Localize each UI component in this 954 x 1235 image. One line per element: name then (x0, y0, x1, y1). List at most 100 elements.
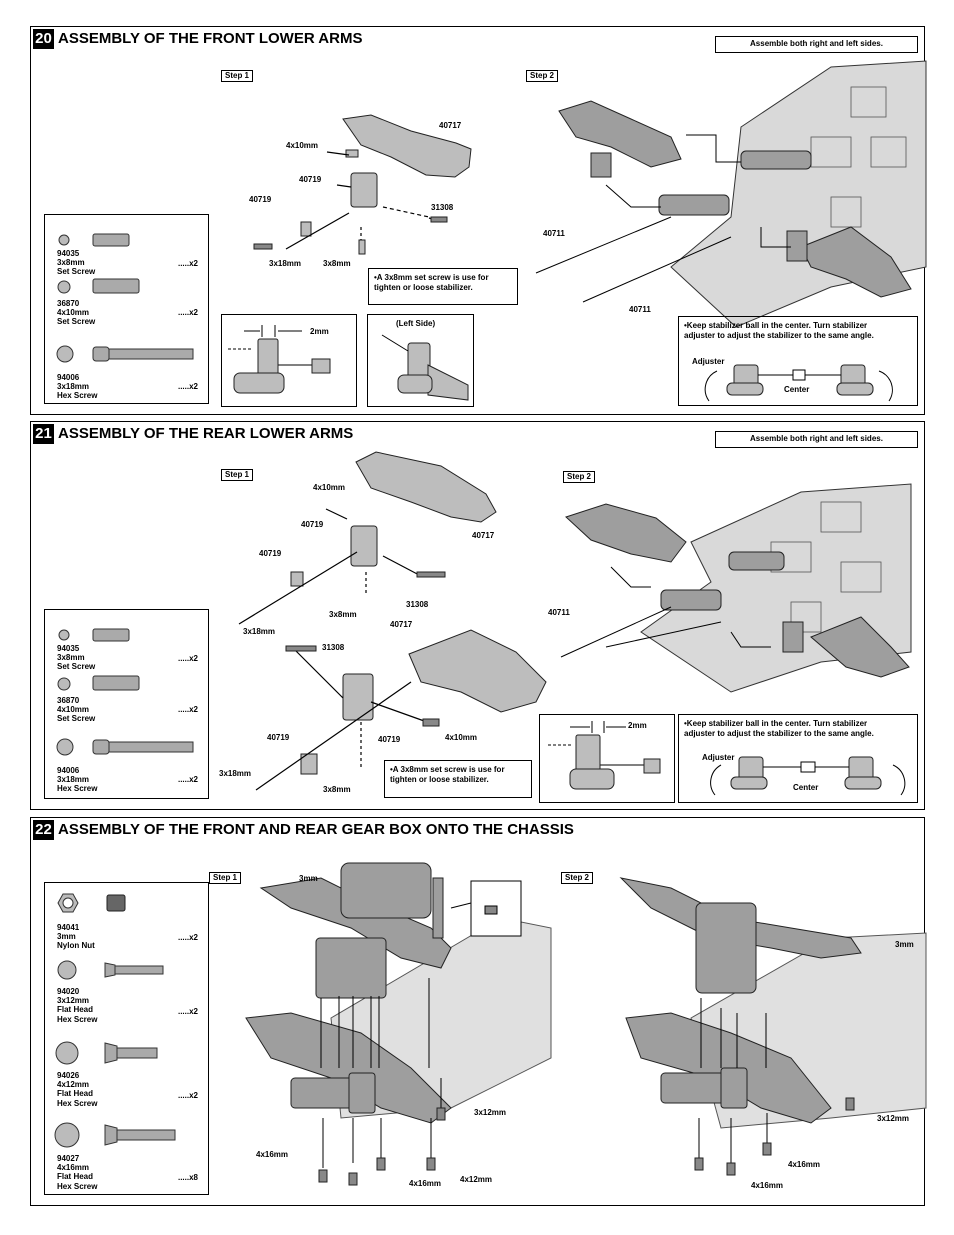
gap-detail-inset: 2mm (539, 714, 675, 803)
stabilizer-inset: •Keep stabilizer ball in the center. Tur… (678, 714, 918, 803)
parts-item-size: 3x18mm (57, 382, 90, 391)
part-label-3x8mm: 3x8mm (323, 259, 351, 268)
parts-item-qty: .....x2 (177, 259, 198, 268)
part-label-40711: 40711 (548, 608, 570, 617)
parts-item-size: 3x12mm (57, 996, 90, 1005)
part-label-40717: 40717 (472, 531, 495, 540)
parts-item-size: 4x10mm (57, 705, 90, 714)
part-label-31308: 31308 (322, 643, 345, 652)
part-label-3x12mm: 3x12mm (474, 1108, 507, 1117)
part-label-31308: 31308 (406, 600, 429, 609)
left-side-inset: (Left Side) (367, 314, 474, 407)
part-label-3x18mm: 3x18mm (269, 259, 302, 268)
part-label-3x8mm: 3x8mm (323, 785, 351, 794)
part-label-3x12mm: 3x12mm (877, 1114, 910, 1123)
step-1-label: Step 1 (221, 469, 254, 481)
step-number: 21 (33, 424, 54, 444)
adjuster-label: Adjuster (692, 357, 725, 366)
parts-item: 94006 3x18mm Hex Screw .....x2 (45, 732, 208, 800)
step-number: 22 (33, 820, 54, 840)
center-label: Center (784, 385, 810, 394)
part-label-4x16mm: 4x16mm (256, 1150, 289, 1159)
parts-item-code: 94026 (57, 1071, 80, 1080)
part-label-40719: 40719 (378, 735, 401, 744)
part-label-3mm: 3mm (895, 940, 914, 949)
step-1-label: Step 1 (221, 70, 254, 82)
parts-item-size: 4x10mm (57, 308, 90, 317)
parts-item-qty: .....x8 (177, 1173, 198, 1182)
parts-item-name: Set Screw (57, 267, 96, 276)
parts-item-size: 3x8mm (57, 258, 85, 267)
step-2-label: Step 2 (526, 70, 559, 82)
set-screw-callout: •A 3x8mm set screw is use for tighten or… (384, 760, 532, 798)
parts-item-code: 94035 (57, 644, 80, 653)
parts-item-name: Flat Head Hex Screw (57, 1005, 98, 1024)
front-arm-step1-drawing (253, 114, 472, 255)
parts-item-code: 94035 (57, 249, 80, 258)
set-screw-callout: •A 3x8mm set screw is use for tighten or… (368, 268, 518, 305)
parts-item-code: 36870 (57, 299, 80, 308)
section-title: ASSEMBLY OF THE REAR LOWER ARMS (58, 425, 354, 442)
parts-item-name: Set Screw (57, 714, 96, 723)
part-label-40719: 40719 (267, 733, 290, 742)
parts-item-name: Nylon Nut (57, 941, 95, 950)
parts-item-code: 94041 (57, 923, 80, 932)
parts-item-name: Hex Screw (57, 784, 98, 793)
part-label-4x10mm: 4x10mm (286, 141, 319, 150)
parts-item-size: 3mm (57, 932, 76, 941)
parts-item-qty: .....x2 (177, 1091, 198, 1100)
parts-item-size: 3x18mm (57, 775, 90, 784)
parts-item-name: Hex Screw (57, 391, 98, 400)
part-label-4x12mm: 4x12mm (460, 1175, 493, 1184)
part-label-40719: 40719 (301, 520, 324, 529)
rear-arm-step1-drawing (238, 451, 547, 791)
parts-item-qty: .....x2 (177, 1007, 198, 1016)
parts-list: 94035 3x8mm Set Screw .....x2 36870 4x10… (44, 214, 209, 404)
parts-item-qty: .....x2 (177, 654, 198, 663)
part-label-4x16mm: 4x16mm (751, 1181, 784, 1190)
part-label-40711: 40711 (543, 229, 565, 238)
parts-item-name: Set Screw (57, 317, 96, 326)
part-label-3x18mm: 3x18mm (219, 769, 252, 778)
parts-item-qty: .....x2 (177, 705, 198, 714)
parts-item-code: 94020 (57, 987, 80, 996)
parts-item: 94041 3mm Nylon Nut .....x2 (45, 883, 208, 957)
part-label-31308: 31308 (431, 203, 454, 212)
parts-item-code: 94027 (57, 1154, 80, 1163)
parts-item-name: Flat Head Hex Screw (57, 1089, 98, 1108)
stabilizer-inset: •Keep stabilizer ball in the center. Tur… (678, 316, 918, 406)
left-side-label: (Left Side) (396, 319, 436, 328)
gap-detail-inset: 2mm (221, 314, 357, 407)
part-label-40719: 40719 (299, 175, 322, 184)
gap-label: 2mm (310, 327, 329, 336)
parts-item-qty: .....x2 (177, 775, 198, 784)
step-1-label: Step 1 (209, 872, 242, 884)
parts-item-size: 4x12mm (57, 1080, 90, 1089)
parts-item-qty: .....x2 (177, 382, 198, 391)
part-label-4x10mm: 4x10mm (313, 483, 346, 492)
part-label-40719: 40719 (259, 549, 282, 558)
stabilizer-note: •Keep stabilizer ball in the center. Tur… (684, 321, 874, 340)
parts-item: 94035 3x8mm Set Screw .....x2 (45, 215, 208, 277)
part-label-40711: 40711 (629, 305, 651, 314)
parts-item-code: 94006 (57, 766, 80, 775)
adjuster-label: Adjuster (702, 753, 735, 762)
parts-list: 94035 3x8mm Set Screw .....x2 36870 4x10… (44, 609, 209, 799)
parts-item: 94026 4x12mm Flat Head Hex Screw .....x2 (45, 1037, 208, 1117)
parts-item-size: 3x8mm (57, 653, 85, 662)
parts-item: 94035 3x8mm Set Screw .....x2 (45, 610, 208, 672)
assembly-note: Assemble both right and left sides. (715, 431, 918, 448)
parts-item-name: Set Screw (57, 662, 96, 671)
section-gear-box-onto-chassis: 22 ASSEMBLY OF THE FRONT AND REAR GEAR B… (30, 817, 927, 1206)
rear-arm-step2-drawing (560, 483, 912, 693)
parts-item-name: Flat Head Hex Screw (57, 1172, 98, 1191)
section-title: ASSEMBLY OF THE FRONT LOWER ARMS (58, 30, 363, 47)
step-number: 20 (33, 29, 54, 49)
parts-item-qty: .....x2 (177, 308, 198, 317)
part-label-40717: 40717 (439, 121, 462, 130)
parts-item-code: 94006 (57, 373, 80, 382)
part-label-4x10mm: 4x10mm (445, 733, 478, 742)
part-label-4x16mm: 4x16mm (788, 1160, 821, 1169)
parts-item: 36870 4x10mm Set Screw .....x2 (45, 277, 208, 337)
gearbox-step2-drawing (619, 877, 927, 1176)
